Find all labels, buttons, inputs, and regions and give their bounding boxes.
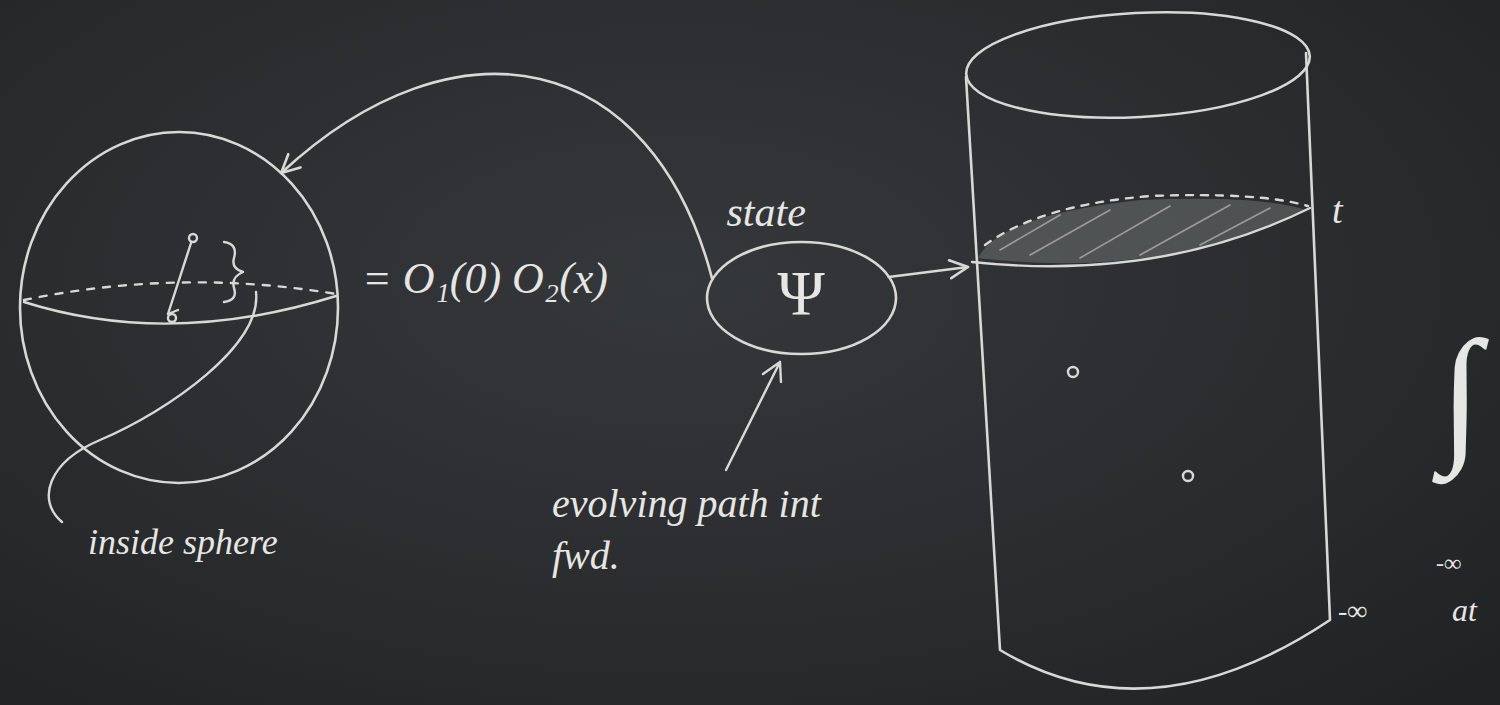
state-heading: state xyxy=(727,188,806,236)
callout-text: inside sphere xyxy=(88,522,278,563)
arrow-connector xyxy=(889,260,968,278)
brace xyxy=(224,242,243,302)
cylinder: t-∞ xyxy=(960,5,1335,705)
integral-sign: ∫ xyxy=(1440,318,1481,468)
cylinder-top xyxy=(964,4,1313,126)
arrowhead xyxy=(281,154,300,173)
sphere-border xyxy=(20,132,338,483)
sphere: inside sphere xyxy=(18,130,340,485)
cylinder-outline xyxy=(960,5,1335,705)
arrowhead xyxy=(949,260,968,278)
note-text: evolving path int fwd. xyxy=(552,478,882,582)
leader-line xyxy=(49,292,257,522)
sphere-point xyxy=(189,234,197,242)
state-symbol: Ψ xyxy=(705,257,898,331)
sphere-equator-front xyxy=(24,296,336,324)
connector-line xyxy=(281,74,712,279)
separation-line xyxy=(168,243,191,314)
equation: = O₁(0) O₂(x) xyxy=(362,250,608,307)
shade-scribble xyxy=(1000,205,1270,258)
pointer-arrow xyxy=(726,362,781,470)
state-circle-border xyxy=(707,242,896,354)
cylinder-point xyxy=(1183,471,1193,481)
time-label: t xyxy=(1332,189,1343,233)
cylinder-body xyxy=(966,53,1330,689)
minus-infinity: -∞ xyxy=(1338,595,1367,627)
cylinder-point xyxy=(1068,367,1078,377)
limit-text: -∞ xyxy=(1436,548,1461,579)
note-text: at xyxy=(1452,590,1477,632)
arrow-connector xyxy=(281,74,712,279)
sphere-equator-back xyxy=(24,282,336,300)
state-circle: stateΨ xyxy=(705,240,898,356)
sphere-outline xyxy=(18,130,340,485)
sphere-point xyxy=(168,314,176,322)
